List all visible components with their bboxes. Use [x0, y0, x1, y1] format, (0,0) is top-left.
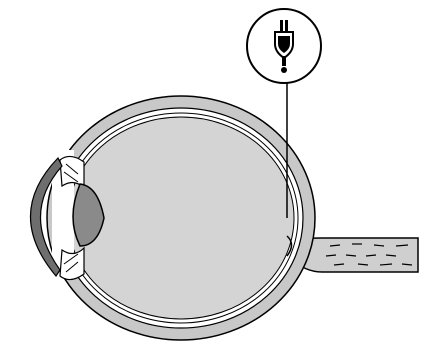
- callout-badge: [247, 9, 321, 83]
